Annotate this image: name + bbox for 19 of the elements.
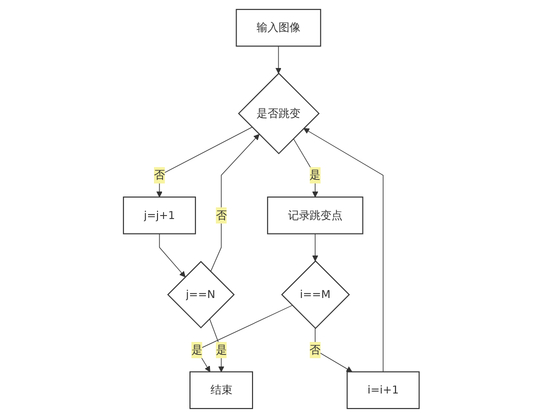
node-box: j=j+1 — [123, 196, 196, 234]
arrow — [159, 233, 186, 278]
arrow — [312, 233, 318, 262]
edge-label: 否 — [310, 343, 321, 356]
edge-label: 是 — [216, 343, 227, 356]
node-diamond: j==N — [167, 260, 235, 328]
arrow — [156, 126, 253, 198]
edge-label: 是 — [192, 343, 202, 356]
edge-label: 否 — [154, 168, 166, 182]
edge-label: 是 — [310, 168, 321, 182]
arrow — [210, 134, 260, 272]
node-box: 结束 — [190, 371, 254, 410]
node-box: 输入图像 — [236, 8, 322, 47]
edge-label: 否 — [216, 208, 227, 222]
node-box: 记录跳变点 — [267, 196, 364, 234]
node-box: i=i+1 — [346, 371, 420, 410]
arrow — [276, 46, 282, 74]
node-diamond: 是否跳变 — [238, 72, 320, 154]
node-diamond: i==M — [281, 260, 350, 330]
